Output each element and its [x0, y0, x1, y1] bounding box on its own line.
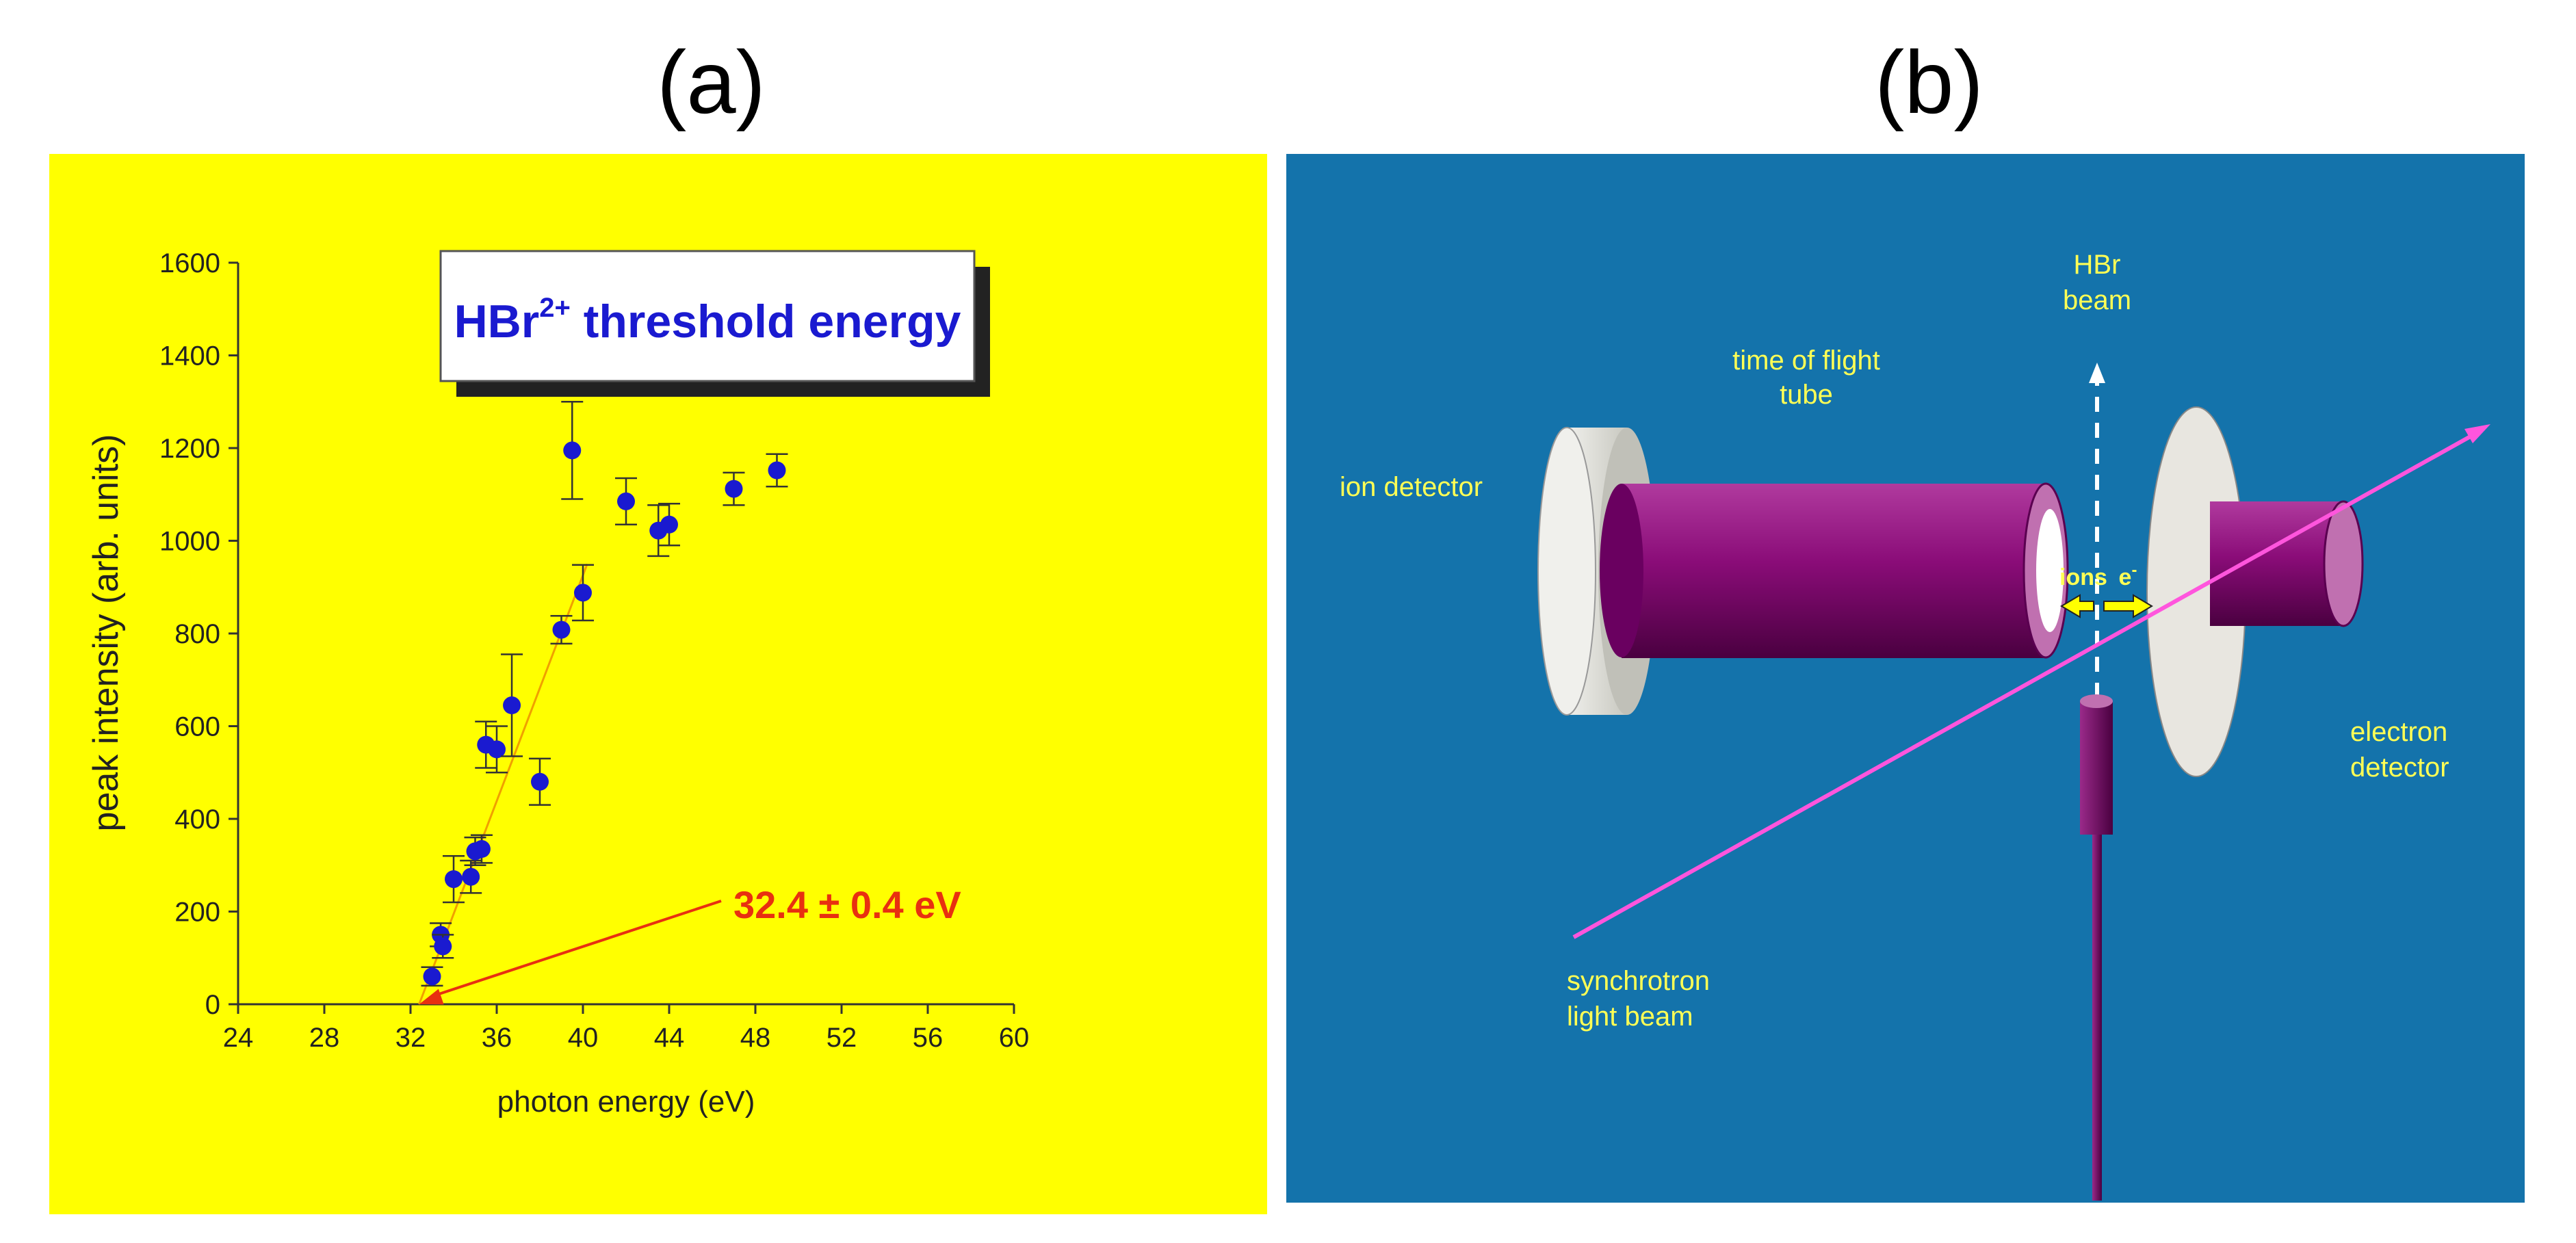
- ion-detector-label: ion detector: [1340, 472, 1483, 502]
- y-tick-label: 200: [174, 898, 220, 928]
- x-tick-label: 60: [999, 1023, 1030, 1053]
- data-point: [531, 772, 549, 791]
- y-tick-label: 0: [205, 990, 220, 1020]
- data-point: [434, 937, 452, 956]
- panel-b-label: (b): [1875, 32, 1983, 132]
- data-point: [472, 840, 491, 859]
- y-tick-label: 1000: [159, 527, 220, 557]
- data-point: [552, 620, 571, 639]
- data-point: [503, 696, 521, 715]
- electron-detector-label-line2: detector: [2350, 753, 2449, 783]
- data-point: [660, 515, 678, 534]
- data-point: [617, 492, 635, 510]
- y-tick-label: 1200: [159, 434, 220, 464]
- chart-title-rest: threshold energy: [571, 296, 961, 348]
- data-point: [462, 867, 480, 886]
- synchrotron-beam: [1572, 429, 2482, 939]
- title-box: [439, 250, 976, 382]
- y-tick-label: 400: [174, 804, 220, 835]
- tof-label-line2: tube: [1780, 380, 1833, 410]
- electron-label-sup: -: [2131, 561, 2137, 579]
- x-tick-label: 40: [568, 1023, 599, 1053]
- x-tick-label: 52: [827, 1023, 857, 1053]
- annotation-arrowhead: [419, 989, 444, 1005]
- x-tick-label: 44: [654, 1023, 685, 1053]
- data-point: [488, 740, 506, 759]
- electron-label-main: e: [2119, 564, 2132, 590]
- annotation-arrow: [436, 900, 722, 996]
- data-point: [563, 441, 582, 460]
- panel-a-label: (a): [657, 32, 766, 132]
- electron-detector-tube: [2210, 500, 2364, 627]
- annotation-text: 32.4 ± 0.4 eV: [733, 883, 961, 926]
- data-point: [768, 461, 786, 480]
- y-tick-label: 1600: [159, 248, 220, 278]
- data-point: [725, 480, 743, 498]
- hbr-label-line2: beam: [2063, 285, 2131, 315]
- hbr-beam-arrowhead: [2089, 363, 2105, 383]
- x-tick-label: 36: [482, 1023, 512, 1053]
- tof-label-line1: time of flight: [1732, 345, 1880, 376]
- chart-title: HBr2+ threshold energy: [454, 293, 961, 348]
- threshold-energy-chart: HBr2+ threshold energy 0 200 400 600 800 1000…: [49, 154, 1267, 1214]
- synchrotron-label-line2: light beam: [1567, 1002, 1693, 1032]
- synchrotron-label-line1: synchrotron: [1567, 966, 1710, 996]
- x-tick-label: 24: [223, 1023, 254, 1053]
- y-axis-label: peak intensity (arb. units): [86, 434, 126, 832]
- electron-label: e-: [2119, 561, 2137, 590]
- y-tick-label: 800: [174, 619, 220, 649]
- electron-detector-label-line1: electron: [2350, 717, 2447, 747]
- hbr-label-line1: HBr: [2074, 250, 2121, 280]
- data-point: [423, 967, 441, 986]
- hbr-nozzle: [2080, 694, 2113, 1201]
- chart-title-main: HBr: [454, 296, 540, 348]
- apparatus-diagram: ion detector time of flight tube HBr bea…: [1286, 154, 2525, 1203]
- y-tick-label: 600: [174, 712, 220, 742]
- chart-title-sup: 2+: [539, 293, 571, 323]
- diagram-background: [1286, 154, 2525, 1203]
- x-tick-label: 28: [309, 1023, 340, 1053]
- ions-label: ions: [2059, 564, 2107, 590]
- x-tick-label: 56: [913, 1023, 944, 1053]
- ions-arrow: [2060, 594, 2094, 618]
- electron-arrow: [2103, 594, 2153, 618]
- synchrotron-beam-arrowhead: [2464, 424, 2490, 443]
- data-point: [445, 870, 463, 889]
- x-tick-label: 32: [395, 1023, 426, 1053]
- y-tick-label: 1400: [159, 341, 220, 371]
- x-tick-label: 48: [740, 1023, 771, 1053]
- time-of-flight-tube: [1600, 482, 2069, 659]
- x-axis-label: photon energy (eV): [497, 1085, 755, 1118]
- data-point: [574, 584, 592, 602]
